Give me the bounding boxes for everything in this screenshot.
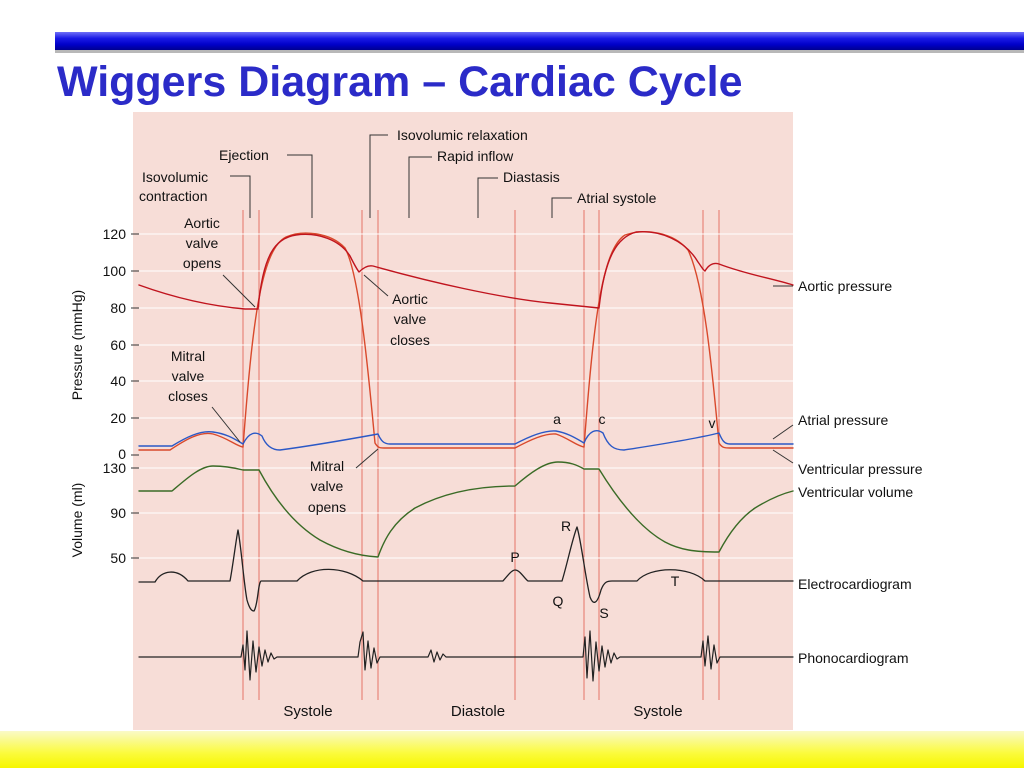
mitral-valve-opens-line1: Mitral	[310, 458, 344, 474]
systole-label-2: Systole	[633, 703, 682, 720]
ecg-q-label: Q	[553, 593, 564, 609]
electrocardiogram-trace	[138, 526, 794, 612]
aortic-valve-closes-line3: closes	[390, 332, 430, 348]
annotation-leaders	[211, 274, 794, 469]
label-ejection: Ejection	[219, 147, 269, 163]
title-bar-stripe	[55, 32, 1024, 50]
mitral-valve-opens-line2: valve	[311, 478, 344, 494]
wave-a-label: a	[553, 411, 561, 427]
pressure-gridlines	[139, 233, 793, 419]
label-rapid-inflow: Rapid inflow	[437, 148, 514, 164]
label-isovolumic-contraction-2: contraction	[139, 188, 207, 204]
leader-aortic-valve-closes	[363, 274, 389, 297]
atrial-pressure-curve	[138, 430, 794, 451]
volume-gridlines	[139, 467, 793, 559]
volume-tick-label: 130	[103, 460, 127, 476]
leader-atrial-systole	[551, 197, 572, 218]
pressure-tick-label: 20	[110, 410, 126, 426]
title-bar-shadow	[55, 50, 1024, 53]
leader-aortic-valve-opens	[222, 274, 256, 308]
pressure-tick-label: 120	[103, 226, 127, 242]
ecg-s-label: S	[599, 605, 608, 621]
ecg-p-label: P	[510, 549, 519, 565]
volume-tick-labels: 130 90 50	[103, 460, 127, 566]
volume-tick-label: 90	[110, 505, 126, 521]
mitral-valve-closes-line2: valve	[172, 368, 205, 384]
axis-ticks	[131, 233, 139, 559]
mitral-valve-closes-line3: closes	[168, 388, 208, 404]
leader-ejection	[287, 154, 313, 218]
leader-ventricular-pressure	[772, 449, 794, 464]
leader-isovolumic-contraction	[230, 175, 251, 218]
mitral-valve-opens-line3: opens	[308, 499, 346, 515]
leader-atrial-pressure	[772, 424, 794, 440]
aortic-valve-closes-line2: valve	[394, 311, 427, 327]
phonocardiogram-label: Phonocardiogram	[798, 650, 909, 666]
footer-band	[0, 731, 1024, 768]
pressure-tick-label: 80	[110, 300, 126, 316]
curves	[138, 231, 794, 682]
ventricular-pressure-label: Ventricular pressure	[798, 461, 923, 477]
leader-mitral-valve-opens	[355, 448, 379, 469]
pressure-axis-label: Pressure (mmHg)	[69, 290, 85, 400]
trace-labels: Aortic pressure Atrial pressure Ventricu…	[798, 278, 923, 666]
aortic-valve-opens-line3: opens	[183, 255, 221, 271]
aortic-valve-closes-line1: Aortic	[392, 291, 428, 307]
wave-c-label: c	[599, 411, 606, 427]
ecg-r-label: R	[561, 518, 571, 534]
pressure-tick-labels: 120 100 80 60 40 20 0	[103, 226, 127, 462]
pressure-tick-label: 40	[110, 373, 126, 389]
aortic-valve-opens-line1: Aortic	[184, 215, 220, 231]
label-diastasis: Diastasis	[503, 169, 560, 185]
annotations: Aortic valve opens Aortic valve closes M…	[168, 215, 715, 621]
mitral-valve-closes-line1: Mitral	[171, 348, 205, 364]
label-isovolumic-relaxation: Isovolumic relaxation	[397, 127, 528, 143]
pressure-tick-label: 0	[118, 446, 126, 462]
aortic-valve-opens-line2: valve	[186, 235, 219, 251]
electrocardiogram-label: Electrocardiogram	[798, 576, 912, 592]
systole-label-1: Systole	[283, 703, 332, 720]
ventricular-volume-curve	[138, 461, 794, 558]
atrial-pressure-label: Atrial pressure	[798, 412, 888, 428]
ecg-t-label: T	[671, 573, 680, 589]
slide-title: Wiggers Diagram – Cardiac Cycle	[57, 58, 743, 106]
leader-diastasis	[477, 177, 498, 218]
bottom-phase-labels: Systole Diastole Systole	[283, 703, 682, 720]
volume-tick-label: 50	[110, 550, 126, 566]
pressure-tick-label: 100	[103, 263, 127, 279]
leader-rapid-inflow	[408, 156, 432, 218]
wave-v-label: v	[709, 415, 716, 431]
phase-labels: Isovolumic relaxation Ejection Rapid inf…	[139, 127, 657, 206]
ventricular-pressure-curve	[138, 231, 794, 451]
label-atrial-systole: Atrial systole	[577, 190, 657, 206]
volume-axis-label: Volume (ml)	[69, 483, 85, 558]
leader-mitral-valve-closes	[211, 406, 241, 443]
phonocardiogram-trace	[138, 630, 794, 682]
aortic-pressure-label: Aortic pressure	[798, 278, 892, 294]
diastole-label: Diastole	[451, 703, 505, 720]
phase-leaders	[230, 134, 572, 218]
aortic-pressure-curve	[138, 231, 794, 310]
ventricular-volume-label: Ventricular volume	[798, 484, 913, 500]
event-lines	[242, 210, 720, 700]
label-isovolumic-contraction-1: Isovolumic	[142, 169, 208, 185]
leader-isovolumic-relaxation	[369, 134, 388, 218]
pressure-tick-label: 60	[110, 337, 126, 353]
